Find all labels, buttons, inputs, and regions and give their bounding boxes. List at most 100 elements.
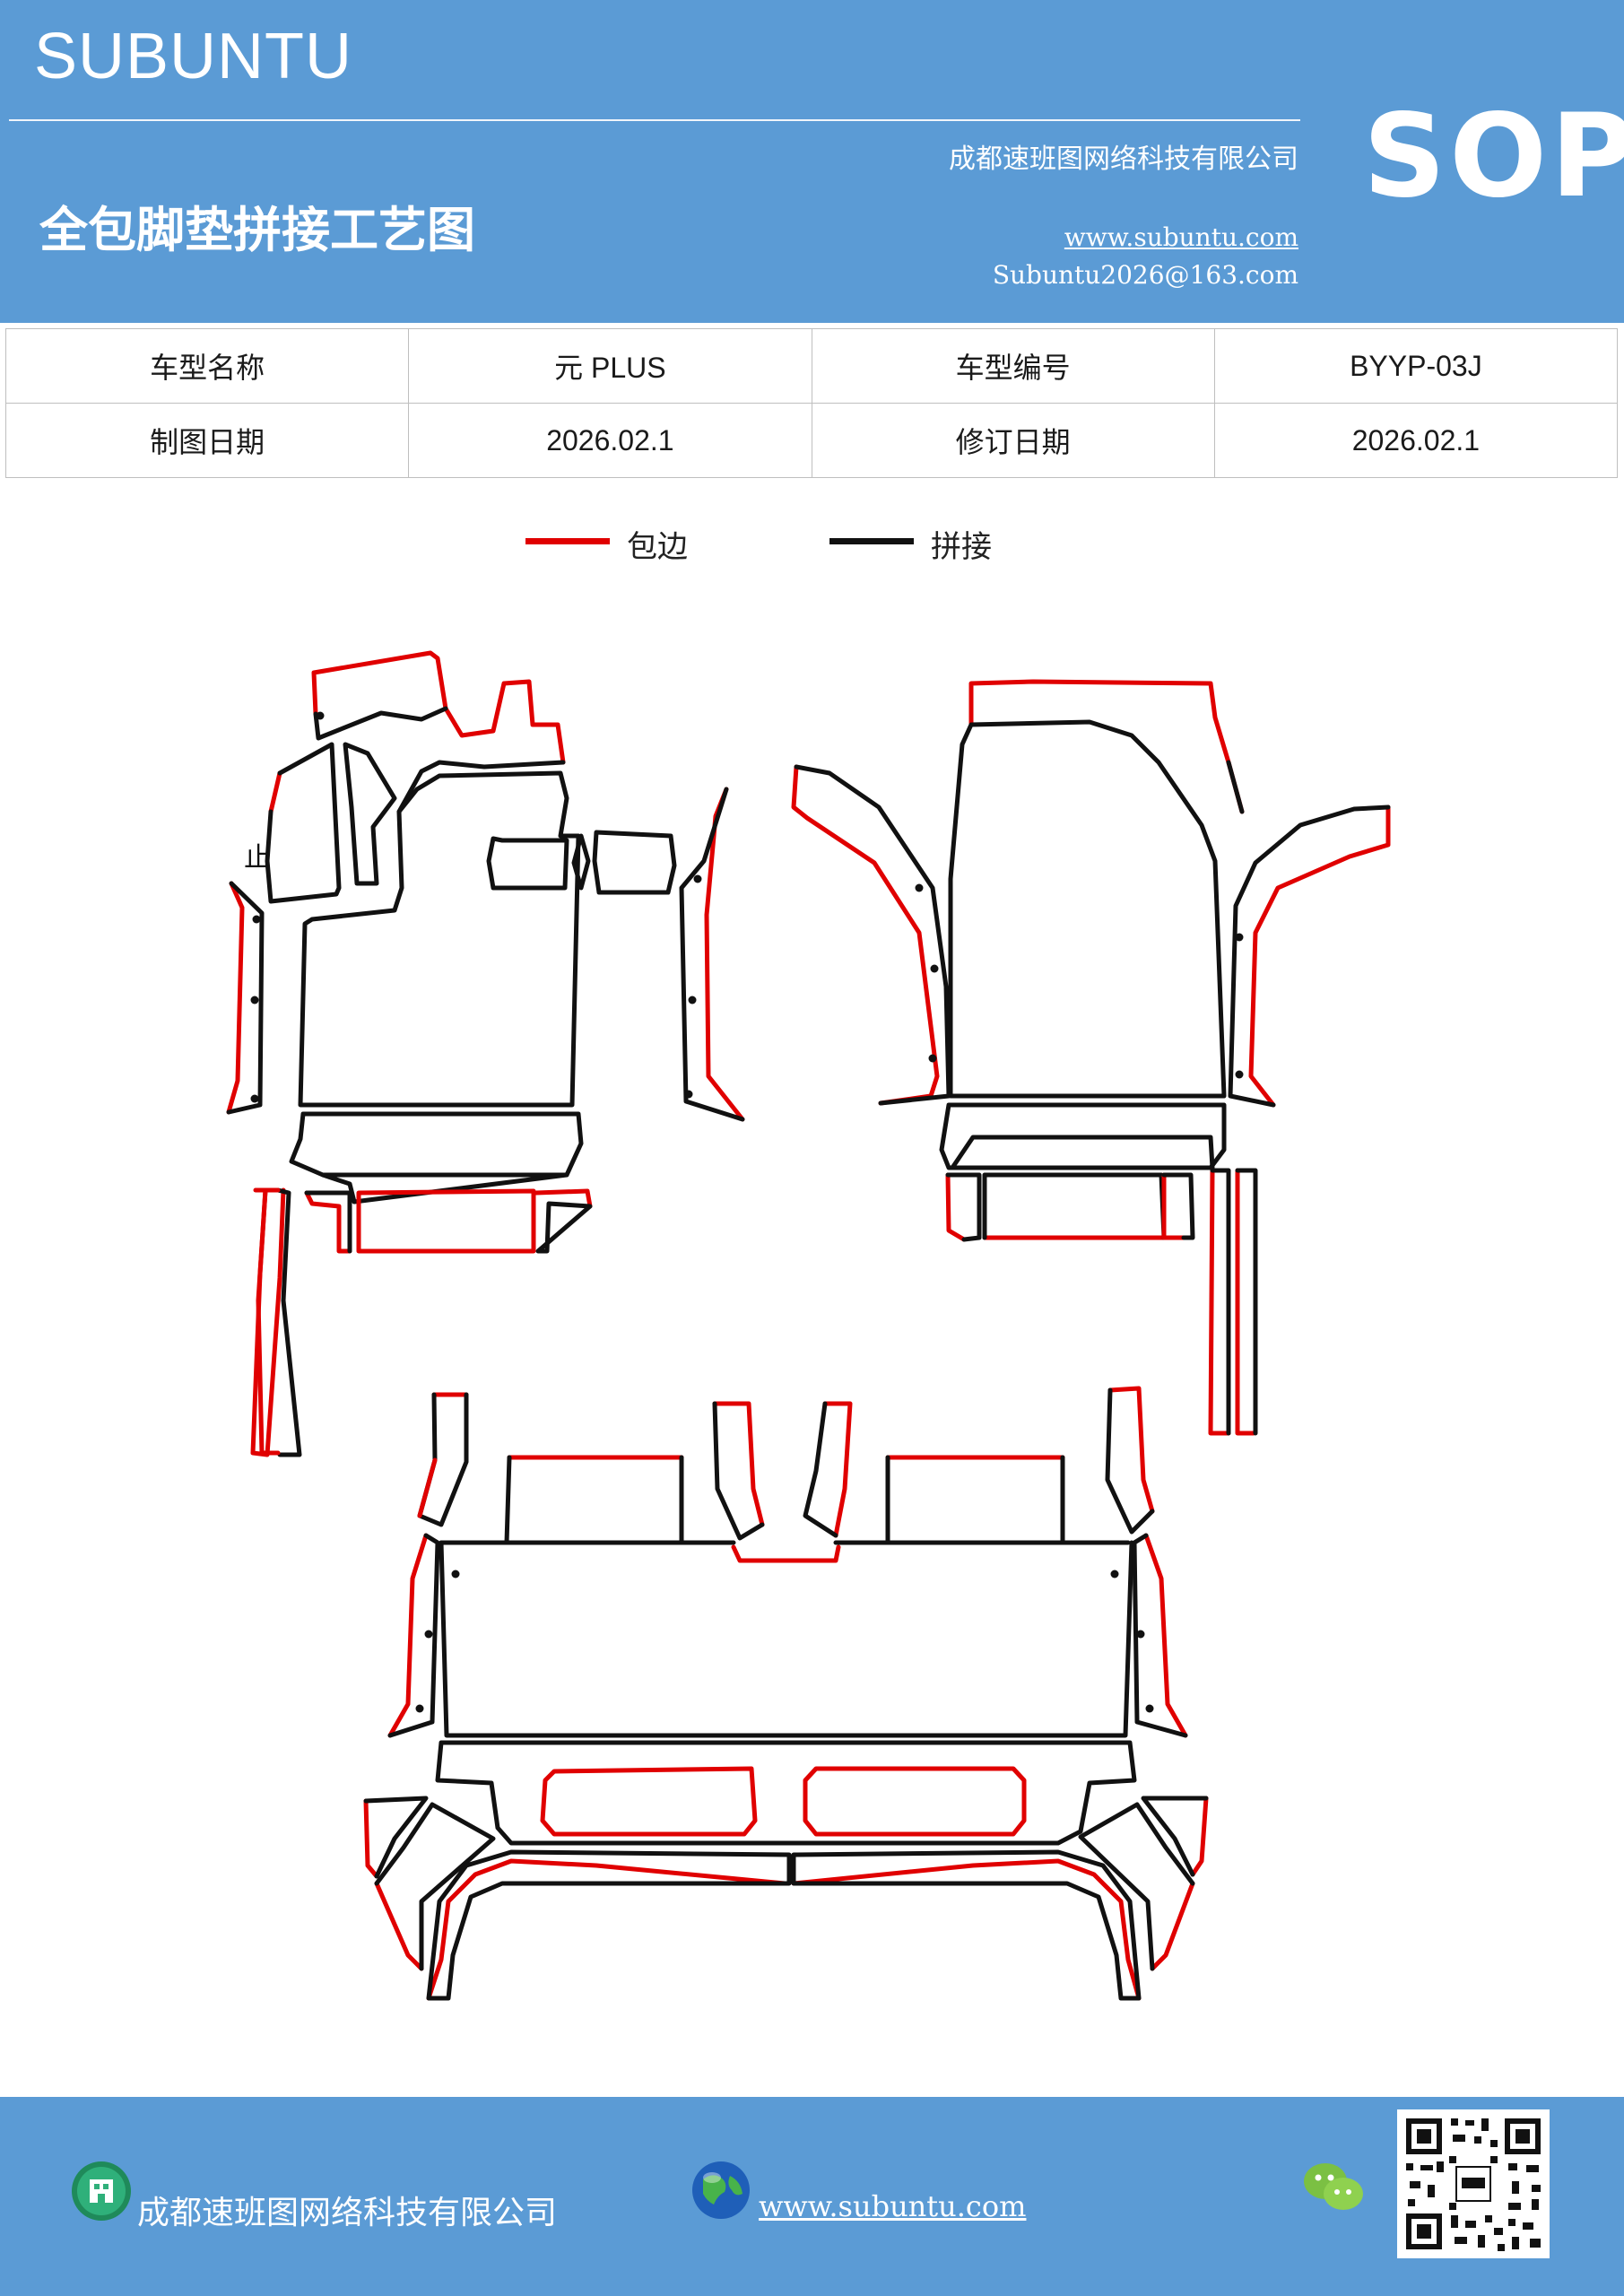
mat-piece-edge — [1235, 1168, 1256, 1436]
header-email[interactable]: Subuntu2026@163.com — [992, 260, 1298, 290]
mat-piece-seam — [1235, 1168, 1258, 1436]
rear-mat-group — [363, 1386, 1209, 2001]
mat-piece-edge — [417, 1457, 438, 1518]
mat-piece-seam — [885, 1455, 1065, 1545]
mat-piece-edge — [1150, 1881, 1195, 1971]
mat-piece-seam — [435, 1740, 1137, 1846]
mat-piece-seam — [791, 1849, 1142, 2001]
mat-piece-edge — [945, 1172, 967, 1242]
header-website-link[interactable]: www.subuntu.com — [1064, 222, 1298, 252]
wechat-icon[interactable] — [1302, 2160, 1365, 2215]
vehicle-info-table: 车型名称 元 PLUS 车型编号 BYYP-03J 制图日期 2026.02.1… — [4, 328, 1619, 478]
mat-piece-seam — [679, 787, 745, 1122]
header-company-name: 成都速班图网络科技有限公司 — [949, 144, 1298, 175]
header-divider — [9, 119, 1300, 121]
mat-piece-seam — [313, 706, 448, 741]
header-banner: SUBUNTU 全包脚垫拼接工艺图 成都速班图网络科技有限公司 www.subu… — [0, 0, 1624, 323]
mat-piece-edge — [822, 1401, 853, 1538]
mat-piece-edge — [731, 1544, 841, 1563]
footer-banner: 成都速班图网络科技有限公司 www.subuntu.com — [0, 2097, 1624, 2296]
mat-piece-edge — [426, 1858, 787, 2001]
mat-piece-edge — [968, 679, 1245, 814]
mat-piece-seam — [396, 760, 566, 814]
mat-piece-edge — [1248, 804, 1391, 1108]
mat-piece-seam — [304, 1190, 352, 1254]
mat-piece-edge — [791, 764, 940, 1106]
mat-piece-edge — [803, 1766, 1027, 1837]
floor-mat-splice-diagram: 止 — [226, 650, 1391, 2001]
mat-piece-seam — [374, 1802, 496, 1971]
table-row: 车型名称 元 PLUS 车型编号 BYYP-03J — [4, 328, 1619, 404]
mat-piece-seam — [504, 1455, 684, 1545]
building-icon — [72, 2161, 131, 2221]
mat-piece-edge — [1190, 1796, 1209, 1877]
mat-piece-edge — [363, 1798, 379, 1879]
mat-piece-edge — [256, 1187, 281, 1456]
table-cell-label: 修订日期 — [811, 403, 1215, 478]
mat-piece-edge — [540, 1766, 758, 1837]
legend-label: 包边 — [627, 529, 688, 565]
mat-piece-seam — [265, 742, 342, 904]
mat-piece-seam — [1210, 1168, 1231, 1436]
mat-piece-edge — [387, 1533, 429, 1738]
diagram-marker: 止 — [244, 842, 271, 874]
mat-piece-seam — [343, 742, 397, 886]
table-cell-value: 2026.02.1 — [1213, 403, 1619, 478]
legend-swatch-black — [829, 538, 914, 544]
rivet-dots — [250, 711, 1244, 1713]
globe-icon — [692, 2161, 750, 2219]
mat-piece-edge — [534, 1188, 593, 1209]
mat-piece-seam — [1078, 1802, 1195, 1971]
mat-piece-seam — [535, 1201, 593, 1254]
mat-piece-edge — [712, 1401, 765, 1527]
mat-piece-edge — [1208, 1168, 1231, 1436]
mat-piece-edge — [1143, 1533, 1188, 1738]
table-cell-label: 车型名称 — [4, 328, 410, 404]
mat-piece-seam — [439, 1540, 1134, 1738]
table-cell-value: 2026.02.1 — [408, 403, 812, 478]
mat-piece-seam — [1141, 1796, 1209, 1877]
mat-piece-seam — [298, 770, 581, 1108]
legend-swatch-red — [525, 538, 610, 544]
front-right-mat-group — [791, 679, 1391, 1436]
front-left-mat-group: 止 — [226, 650, 745, 1457]
footer-website-link[interactable]: www.subuntu.com — [759, 2189, 1027, 2223]
mat-piece-seam — [275, 1187, 302, 1457]
qr-code[interactable] — [1397, 2109, 1550, 2258]
mat-piece-edge — [356, 1188, 536, 1254]
mat-piece-seam — [387, 1533, 440, 1738]
mat-piece-seam — [363, 1796, 429, 1879]
mat-piece-seam — [945, 1172, 982, 1242]
table-cell-label: 车型编号 — [811, 328, 1215, 404]
mat-piece-seam — [712, 1401, 765, 1541]
mat-piece-seam — [948, 719, 1227, 1099]
mat-piece-seam — [1105, 1387, 1155, 1535]
mat-piece-seam — [289, 1111, 584, 1178]
mat-piece-seam — [417, 1392, 469, 1527]
mat-piece-edge — [1161, 1172, 1186, 1240]
table-cell-value: BYYP-03J — [1213, 328, 1619, 404]
table-cell-label: 制图日期 — [4, 403, 410, 478]
mat-piece-seam — [426, 1849, 792, 2001]
mat-piece-seam — [486, 836, 569, 891]
mat-piece-seam — [1228, 804, 1391, 1108]
mat-piece-seam — [950, 1135, 1215, 1170]
mat-piece-edge — [304, 1190, 352, 1254]
legend-label: 拼接 — [931, 529, 992, 565]
mat-piece-edge — [374, 1881, 424, 1971]
mat-piece-seam — [1161, 1172, 1195, 1240]
mat-piece-seam — [571, 833, 591, 891]
footer-company-name: 成都速班图网络科技有限公司 — [137, 2195, 558, 2231]
mat-piece-edge — [268, 770, 282, 814]
mat-piece-edge — [791, 1858, 1142, 2001]
mat-piece-seam — [1226, 760, 1245, 814]
mat-piece-seam — [982, 1172, 1167, 1240]
brand-logo: SUBUNTU — [34, 21, 353, 92]
mat-piece-seam — [794, 764, 951, 1106]
mat-piece-edge — [226, 881, 245, 1115]
mat-piece-seam — [803, 1401, 838, 1538]
mat-piece-edge — [1107, 1386, 1155, 1514]
mat-piece-edge — [311, 650, 566, 765]
table-row: 制图日期 2026.02.1 修订日期 2026.02.1 — [4, 403, 1619, 478]
document-title: 全包脚垫拼接工艺图 — [39, 201, 475, 258]
